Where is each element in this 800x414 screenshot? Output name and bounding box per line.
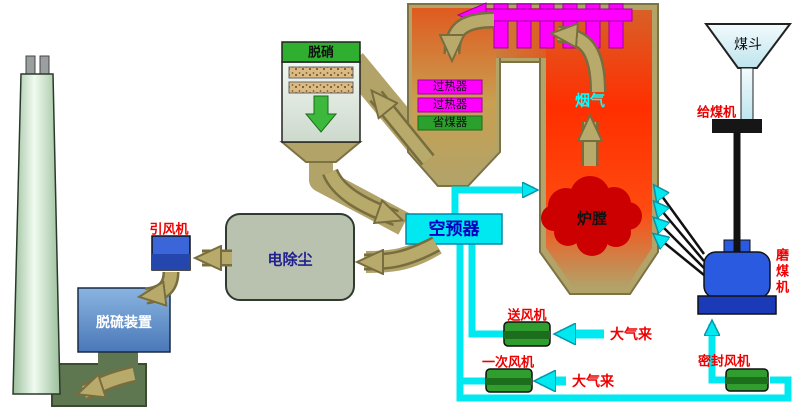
coal-hopper-box bbox=[704, 23, 792, 69]
furnace-flame-cloud bbox=[541, 176, 642, 256]
superheater-2-label: 过热器 bbox=[433, 98, 468, 111]
flue-gas-flow-arrows bbox=[84, 11, 607, 401]
chimney-flue-pipe-left bbox=[25, 55, 36, 76]
induced-draft-fan-label: 引风机 bbox=[149, 222, 188, 237]
economizer-label: 省煤器 bbox=[433, 116, 468, 129]
arrow-id-fan-to-fgd bbox=[146, 271, 177, 296]
superheater-1-box bbox=[417, 79, 483, 95]
superheater-1-label: 过热器 bbox=[433, 80, 468, 93]
induced-draft-fan-base bbox=[152, 254, 190, 270]
coal-burner-lines bbox=[656, 188, 706, 276]
atmosphere-inlet-fd-label: 大气来 bbox=[610, 326, 653, 342]
air-preheater-box bbox=[405, 213, 503, 245]
flue-gas-label: 烟气 bbox=[575, 92, 605, 110]
arrow-to-esp bbox=[364, 238, 439, 262]
atmosphere-inlet-pa-label: 大气来 bbox=[572, 373, 615, 389]
scr-header bbox=[281, 41, 361, 63]
superheater-2-box bbox=[417, 97, 483, 113]
fd-fan-label: 送风机 bbox=[506, 308, 546, 323]
fgd-outlet-duct bbox=[98, 350, 138, 366]
arrow-scr-to-air-preheater bbox=[324, 169, 396, 218]
coal-feeder-machine bbox=[712, 119, 762, 133]
scr-downflow-arrow bbox=[304, 95, 338, 133]
electrostatic-precipitator-label: 电除尘 bbox=[267, 251, 312, 269]
coal-hopper-label: 煤斗 bbox=[734, 36, 762, 52]
seal-fan-machine bbox=[725, 368, 769, 392]
chimney-flue-pipe-right bbox=[39, 55, 50, 76]
steam-flow-arrow bbox=[456, 2, 633, 28]
chimney-stack bbox=[12, 73, 61, 395]
fd-fan-discharge-pipe bbox=[468, 244, 504, 338]
desulfurization-unit-label: 脱硫装置 bbox=[96, 314, 152, 330]
seal-air-to-mill-pipe bbox=[712, 324, 726, 384]
scr-catalyst-layer-1 bbox=[288, 66, 354, 79]
pa-fan-label: 一次风机 bbox=[482, 355, 534, 370]
arrow-to-scr bbox=[376, 96, 433, 164]
coal-feeder-label: 给煤机 bbox=[697, 105, 736, 120]
rear-pass-interior bbox=[412, 8, 496, 182]
coal-hopper-neck bbox=[740, 67, 754, 121]
scr-unit bbox=[279, 41, 363, 163]
fd-fan-machine bbox=[503, 321, 551, 347]
coal-mill-machine bbox=[697, 239, 777, 315]
arrow-furnace-exit bbox=[558, 34, 604, 93]
scr-label: 脱硝 bbox=[308, 45, 334, 60]
pa-fan-machine bbox=[485, 368, 533, 393]
air-pipe-loop bbox=[456, 244, 792, 402]
arrow-fgd-to-chimney bbox=[84, 368, 136, 392]
scr-catalyst-layer-2 bbox=[288, 81, 354, 94]
economizer-box bbox=[417, 115, 483, 131]
air-preheater-label: 空预器 bbox=[429, 219, 481, 239]
seal-fan-label: 密封风机 bbox=[697, 354, 750, 369]
arrow-into-rear-pass bbox=[452, 14, 495, 54]
furnace-label: 炉膛 bbox=[577, 210, 607, 228]
diagram-labels: 脱硝 过热器 过热器 省煤器 烟气 炉膛 煤斗 给煤机 空预器 引风机 电除尘 … bbox=[96, 36, 762, 389]
coal-mill-label: 磨煤机 bbox=[774, 248, 789, 296]
